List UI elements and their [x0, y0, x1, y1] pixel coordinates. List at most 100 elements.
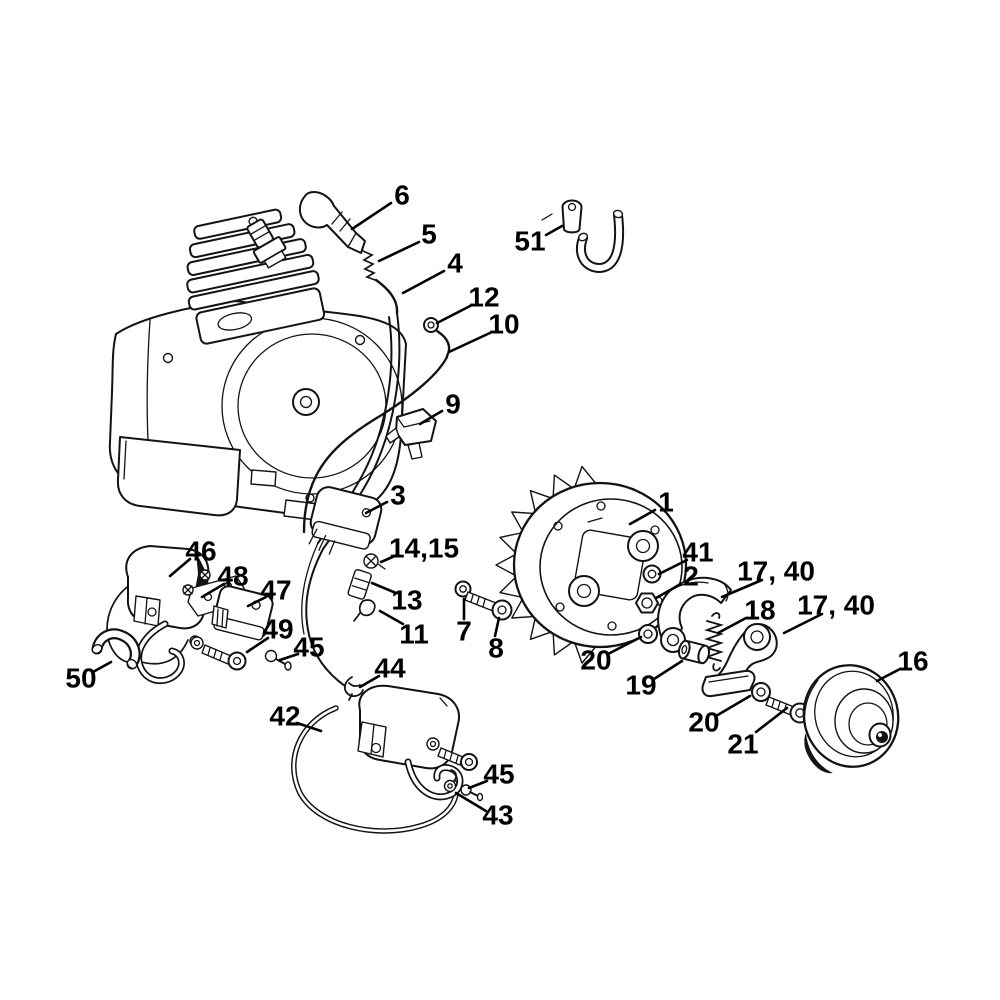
leader-46: [168, 557, 192, 578]
leader-41: [657, 558, 689, 576]
part-label-46: 46: [185, 536, 216, 567]
leader-44: [358, 674, 381, 689]
nut-2: [635, 592, 659, 614]
washer-7: [454, 580, 472, 598]
part-label-1: 1: [658, 487, 674, 518]
leader-1: [628, 508, 657, 526]
part-label-16: 16: [897, 646, 928, 677]
leader-10: [447, 330, 494, 354]
washer-20a: [638, 624, 658, 644]
crankshaft-stub: [292, 388, 320, 416]
clutch-drum: [802, 664, 900, 774]
part-label-9: 9: [445, 389, 461, 420]
leader-12: [435, 303, 474, 325]
screw-45a: [264, 649, 292, 671]
part-label-19: 19: [625, 670, 656, 701]
clip-44: [343, 676, 364, 701]
leader-13: [370, 581, 398, 595]
connector-sleeve: [347, 568, 372, 600]
leader-49: [245, 636, 270, 654]
leader-4: [401, 269, 446, 295]
part-label-8: 8: [488, 633, 504, 664]
bushing-19: [677, 639, 711, 665]
part-label-18: 18: [744, 595, 775, 626]
flywheel-fins: [495, 465, 597, 664]
part-label-43: 43: [482, 800, 513, 831]
leader-21: [754, 706, 789, 734]
leader-47: [246, 595, 268, 608]
leader-19: [652, 659, 684, 681]
part-label-11: 11: [399, 619, 429, 650]
part-label-4: 4: [447, 248, 463, 279]
spring-clip: [353, 599, 376, 622]
engine-assembly: [108, 208, 407, 687]
part-label-5: 5: [421, 219, 437, 250]
short-circuit-wire: [302, 355, 449, 534]
part-label-51: 51: [514, 226, 545, 257]
ignition-coil-42: [291, 684, 478, 834]
washer-20b: [751, 682, 771, 702]
part-label-17-40-a: 17, 40: [737, 556, 815, 587]
part-label-50: 50: [65, 663, 96, 694]
spark-plug: [246, 216, 287, 269]
part-label-6: 6: [394, 180, 410, 211]
leader-18: [716, 616, 748, 635]
leader-17-40-a: [720, 578, 764, 599]
part-label-45b: 45: [483, 759, 514, 790]
part-label-48: 48: [217, 561, 248, 592]
leader-9: [418, 409, 444, 426]
part-label-13: 13: [391, 585, 422, 616]
screw-8: [464, 591, 513, 621]
leader-51: [544, 224, 564, 237]
flywheel-magnet-boss: [627, 530, 659, 562]
grommet-and-hose: [541, 199, 625, 274]
leader-14-15: [379, 553, 399, 564]
module-47: [211, 585, 274, 641]
ring-terminal-wire: [423, 317, 451, 358]
leader-5: [377, 240, 421, 263]
leader-11: [378, 609, 405, 626]
part-label-44: 44: [374, 653, 406, 684]
leader-20b: [714, 694, 752, 718]
callout-labels: 6 5 51 4 12 10 9 3 1 46 14,15 41 48 2 17…: [65, 180, 928, 831]
leader-50: [91, 660, 113, 674]
part-label-47: 47: [260, 575, 291, 606]
leader-45a: [278, 652, 300, 662]
ignition-module: [308, 486, 383, 555]
clutch-shoe-b: [701, 623, 778, 698]
leader-42: [295, 721, 323, 733]
spark-plug-boot: [298, 191, 366, 254]
part-label-12: 12: [468, 282, 499, 313]
leader-17-40-b: [782, 612, 824, 635]
part-label-21: 21: [727, 729, 758, 760]
flywheel-magnet-boss: [568, 575, 600, 607]
leader-43: [454, 791, 488, 813]
part-label-41: 41: [682, 537, 713, 568]
leader-lines: [91, 201, 902, 813]
part-label-45a: 45: [293, 632, 324, 663]
boot-spring: [362, 250, 376, 281]
part-label-17-40-b: 17, 40: [797, 590, 875, 621]
hose-50: [91, 628, 141, 670]
ignition-lead-wire: [374, 278, 399, 315]
screw-49: [190, 636, 247, 671]
stop-switch: [385, 408, 437, 460]
leader-45b: [467, 779, 489, 790]
part-label-7: 7: [456, 616, 472, 647]
part-label-20a: 20: [580, 645, 611, 676]
terminal-43: [443, 769, 457, 793]
leader-20a: [606, 635, 643, 656]
part-label-2: 2: [683, 561, 699, 592]
leader-8: [493, 616, 501, 638]
part-label-49: 49: [262, 614, 293, 645]
part-label-42: 42: [269, 701, 300, 732]
screw-14-15: [363, 553, 386, 570]
part-label-14-15: 14,15: [389, 533, 459, 564]
part-label-3: 3: [390, 480, 406, 511]
part-label-10: 10: [488, 309, 519, 340]
leader-48: [200, 582, 226, 599]
tank-housing: [116, 436, 241, 517]
part-label-20b: 20: [688, 707, 719, 738]
